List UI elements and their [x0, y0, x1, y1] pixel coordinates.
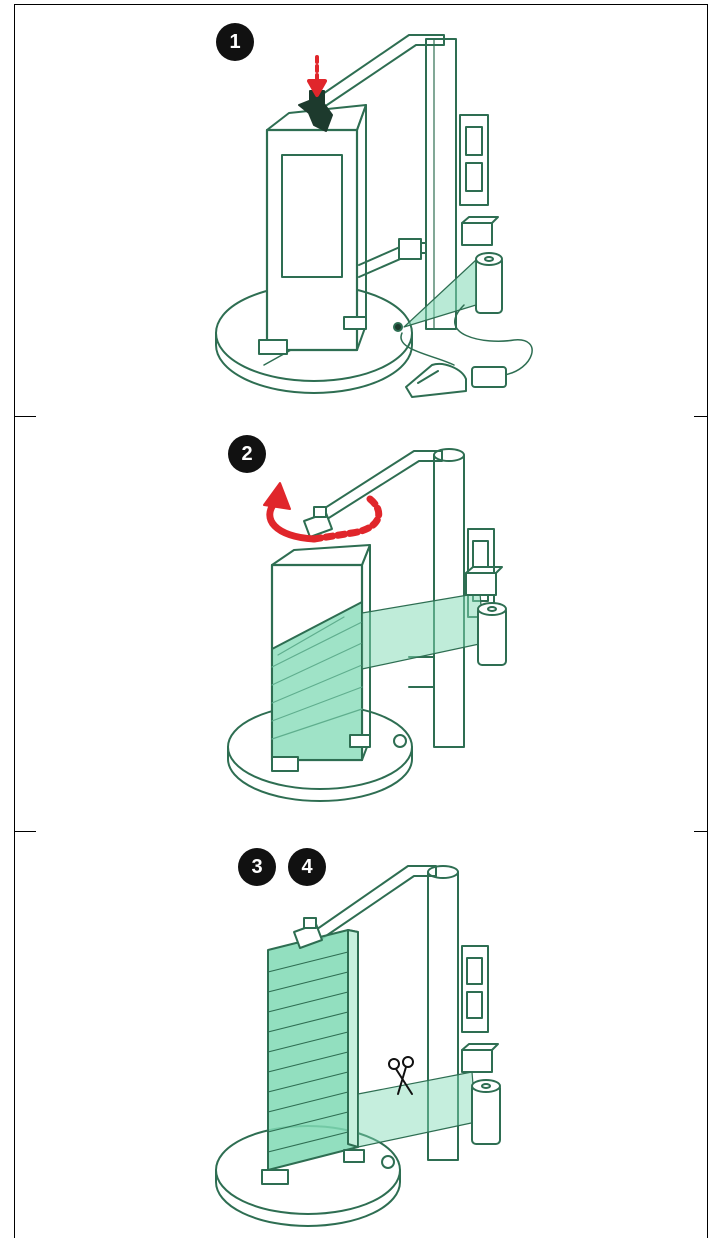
- step-badge: 2: [228, 435, 266, 473]
- step-panel-3: 3 4: [14, 832, 708, 1238]
- divider-2-left-tick: [14, 831, 36, 832]
- top-arm: [309, 865, 437, 941]
- clamp-icon: [303, 506, 333, 538]
- wrapped-panel: [267, 929, 359, 1171]
- mast: [425, 38, 457, 330]
- clamp-icon: [293, 917, 323, 949]
- step-badge: 4: [288, 848, 326, 886]
- frame-right-border: [707, 4, 708, 1238]
- film-carriage-head: [461, 222, 493, 246]
- step-badge: 3: [238, 848, 276, 886]
- step-badge: 1: [216, 23, 254, 61]
- scissors-icon: [388, 1056, 414, 1095]
- step-panel-1: 1: [14, 5, 708, 416]
- divider-1-right-tick: [694, 416, 708, 417]
- foot-pedal-icon: [405, 363, 507, 398]
- rotate-arrow-icon: [263, 482, 383, 543]
- film-strip: [403, 259, 477, 328]
- panel-window: [281, 154, 343, 278]
- divider-1-left-tick: [14, 416, 36, 417]
- divider-2-right-tick: [694, 831, 708, 832]
- frame-left-border: [14, 4, 15, 1238]
- down-arrow-icon: [307, 55, 327, 97]
- mast: [427, 871, 459, 1161]
- top-arm: [313, 34, 445, 108]
- wrapped-film: [271, 601, 363, 761]
- film-carriage-head: [465, 572, 497, 596]
- film-carriage-head: [461, 1049, 493, 1073]
- frame-top-border: [14, 4, 708, 5]
- step-1-illustration: [215, 34, 533, 398]
- step-panel-2: 2: [14, 417, 708, 831]
- top-arm: [313, 450, 443, 522]
- step-3-illustration: [215, 865, 501, 1227]
- step-2-illustration: [227, 448, 507, 802]
- pedal-cable: [454, 304, 533, 378]
